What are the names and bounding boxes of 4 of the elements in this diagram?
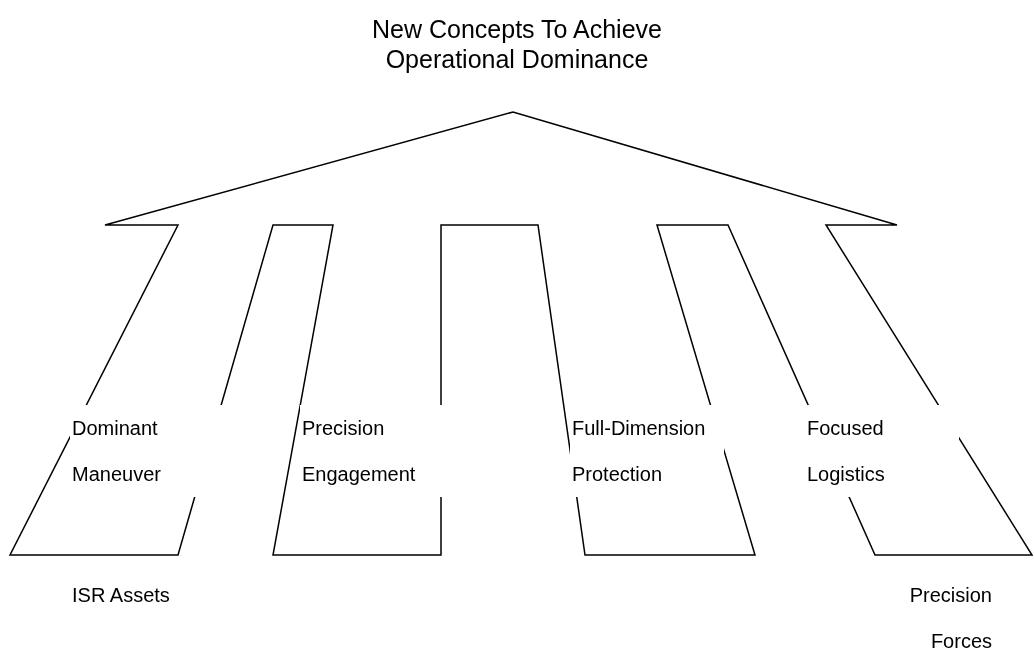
pillar-label: Focused Logistics [805,405,959,497]
pillar-label: Dominant Maneuver [70,405,224,497]
diagram-title: New Concepts To Achieve Operational Dominance [371,14,663,74]
pillar-label: Full-Dimension Protection [570,405,724,497]
